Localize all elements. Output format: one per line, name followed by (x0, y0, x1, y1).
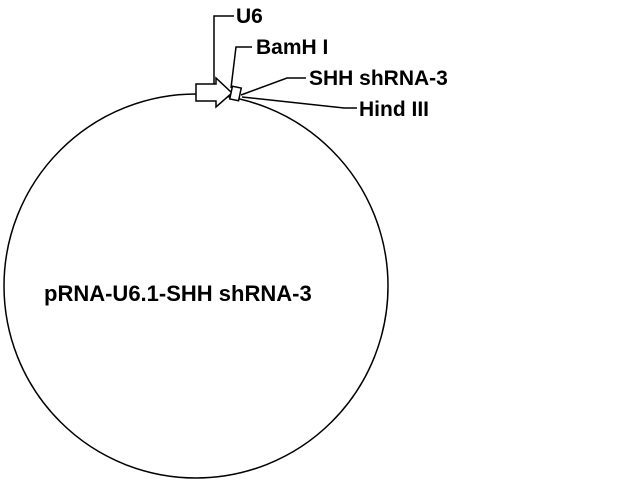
shrna-insert-box (228, 85, 243, 102)
bamhi-leader-line (230, 46, 252, 89)
u6-promoter-arrow (195, 76, 234, 109)
bamhi-label: BamH I (256, 36, 328, 59)
u6-label: U6 (236, 5, 263, 28)
u6-leader-line (213, 15, 234, 84)
shrna-leader-line (240, 77, 306, 96)
plasmid-name-label: pRNA-U6.1-SHH shRNA-3 (44, 281, 312, 306)
hindiii-label: Hind III (359, 98, 429, 121)
shrna-label: SHH shRNA-3 (309, 67, 448, 90)
hindiii-leader-line (241, 96, 357, 109)
